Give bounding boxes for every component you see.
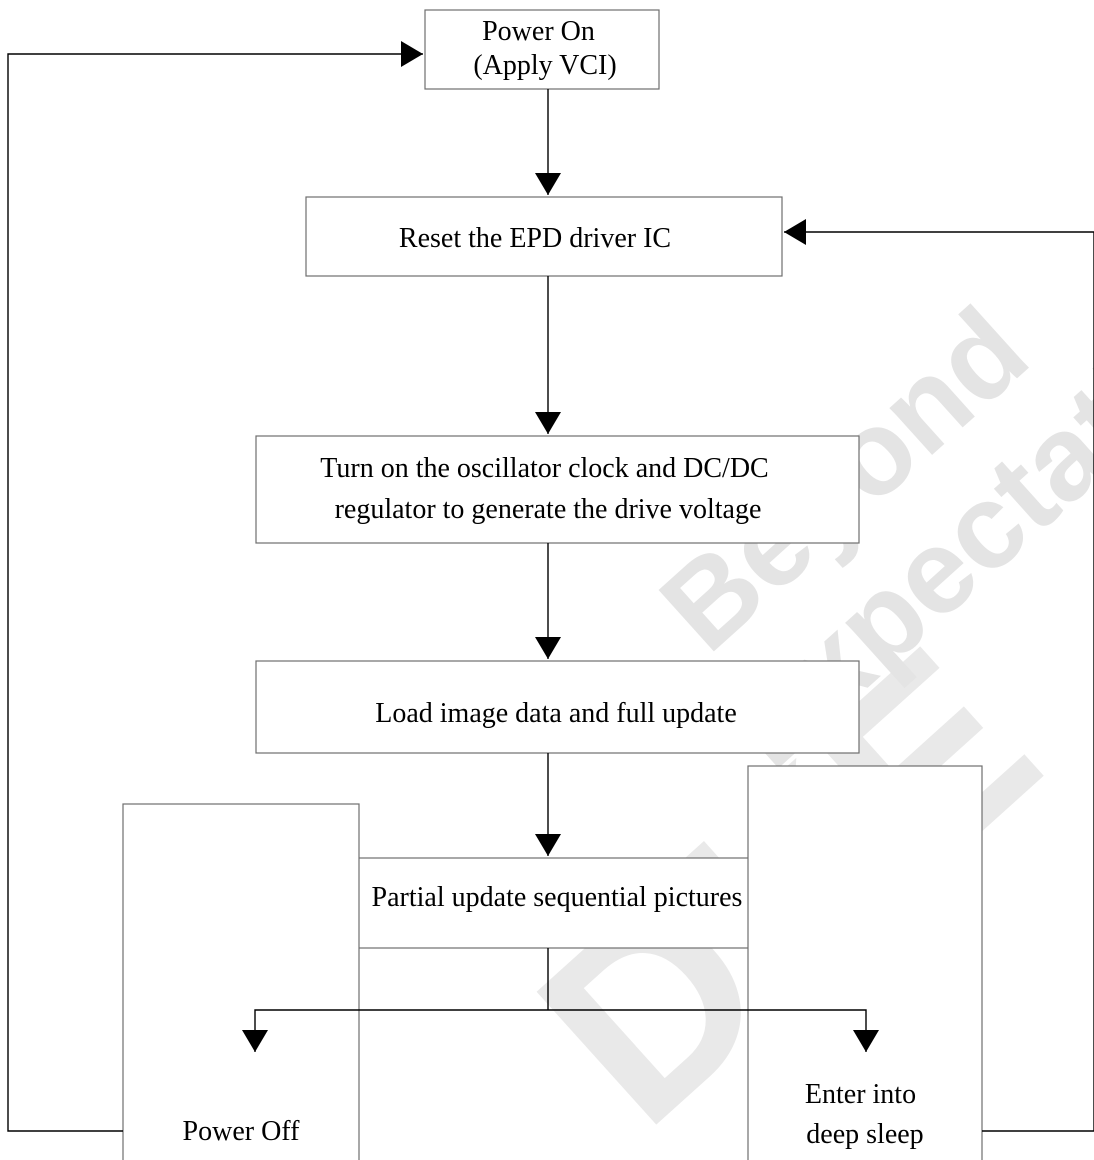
label-load-image-line1: Load image data and full update (375, 698, 737, 729)
label-deep-sleep-line1: Enter into (805, 1079, 916, 1110)
label-power-off: Power Off (183, 1116, 301, 1147)
label-oscillator-line2: regulator to generate the drive voltage (335, 494, 762, 525)
label-oscillator-line1: Turn on the oscillator clock and DC/DC (320, 453, 768, 484)
label-oscillator: Turn on the oscillator clock and DC/DC r… (320, 453, 775, 525)
label-power-on-line2: (Apply VCI) (473, 50, 616, 81)
label-reset: Reset the EPD driver IC (399, 223, 671, 254)
label-power-off-line1: Power Off (183, 1116, 301, 1147)
arrowhead-poweroff (242, 1030, 268, 1052)
box-reset (305, 196, 783, 277)
box-power-off (122, 803, 360, 1160)
arrow-deepsleep-loop-to-reset (784, 219, 1094, 1132)
label-reset-line1: Reset the EPD driver IC (399, 223, 671, 254)
label-power-on: Power On (Apply VCI) (473, 16, 616, 81)
label-load-image: Load image data and full update (375, 698, 737, 729)
box-power-on (424, 9, 660, 90)
label-deep-sleep: Enter into deep sleep (805, 1079, 924, 1150)
box-load-image (255, 660, 860, 754)
label-partial-update-line1: Partial update sequential pictures (372, 882, 743, 913)
arrow-poweroff-loop-to-poweron (7, 41, 423, 1132)
arrowhead-deepsleep (853, 1030, 879, 1052)
label-deep-sleep-line2: deep sleep (806, 1119, 923, 1150)
label-partial-update: Partial update sequential pictures (372, 882, 743, 913)
label-power-on-line1: Power On (482, 16, 595, 47)
box-oscillator (255, 435, 860, 544)
box-deep-sleep (747, 765, 983, 1160)
